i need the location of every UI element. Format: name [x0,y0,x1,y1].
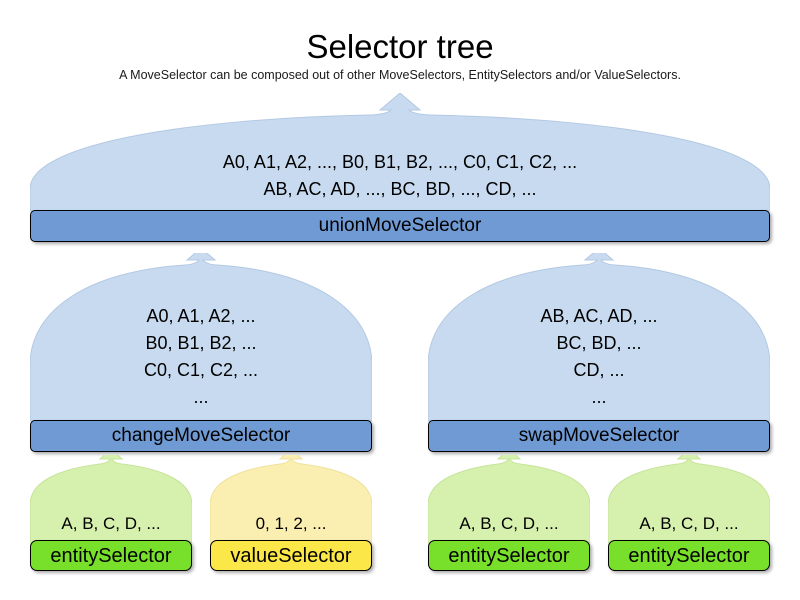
page-subtitle: A MoveSelector can be composed out of ot… [119,68,681,82]
change-value-dome-shape [210,455,372,545]
swap-entity-selector-left-label[interactable]: entitySelector [428,540,590,571]
swap-move-selector-label[interactable]: swapMoveSelector [428,420,770,452]
node-union-move-selector: A0, A1, A2, ..., B0, B1, B2, ..., C0, C1… [30,93,770,243]
node-swap-entity-selector-left: A, B, C, D, ... entitySelector [428,455,590,572]
change-dome-shape [30,253,372,423]
change-value-selector-label[interactable]: valueSelector [210,540,372,571]
swap-dome-shape [428,253,770,423]
swap-entity-selector-right-label[interactable]: entitySelector [608,540,770,571]
node-change-entity-selector: A, B, C, D, ... entitySelector [30,455,192,572]
change-move-selector-label[interactable]: changeMoveSelector [30,420,372,452]
node-change-move-selector: A0, A1, A2, ... B0, B1, B2, ... C0, C1, … [30,253,372,453]
page-title: Selector tree [306,28,494,65]
node-swap-entity-selector-right: A, B, C, D, ... entitySelector [608,455,770,572]
union-dome-shape [30,93,770,213]
union-move-selector-label[interactable]: unionMoveSelector [30,210,770,242]
node-swap-move-selector: AB, AC, AD, ... BC, BD, ... CD, ... ... … [428,253,770,453]
swap-entity-left-dome-shape [428,455,590,545]
change-entity-dome-shape [30,455,192,545]
node-change-value-selector: 0, 1, 2, ... valueSelector [210,455,372,572]
swap-entity-right-dome-shape [608,455,770,545]
change-entity-selector-label[interactable]: entitySelector [30,540,192,571]
